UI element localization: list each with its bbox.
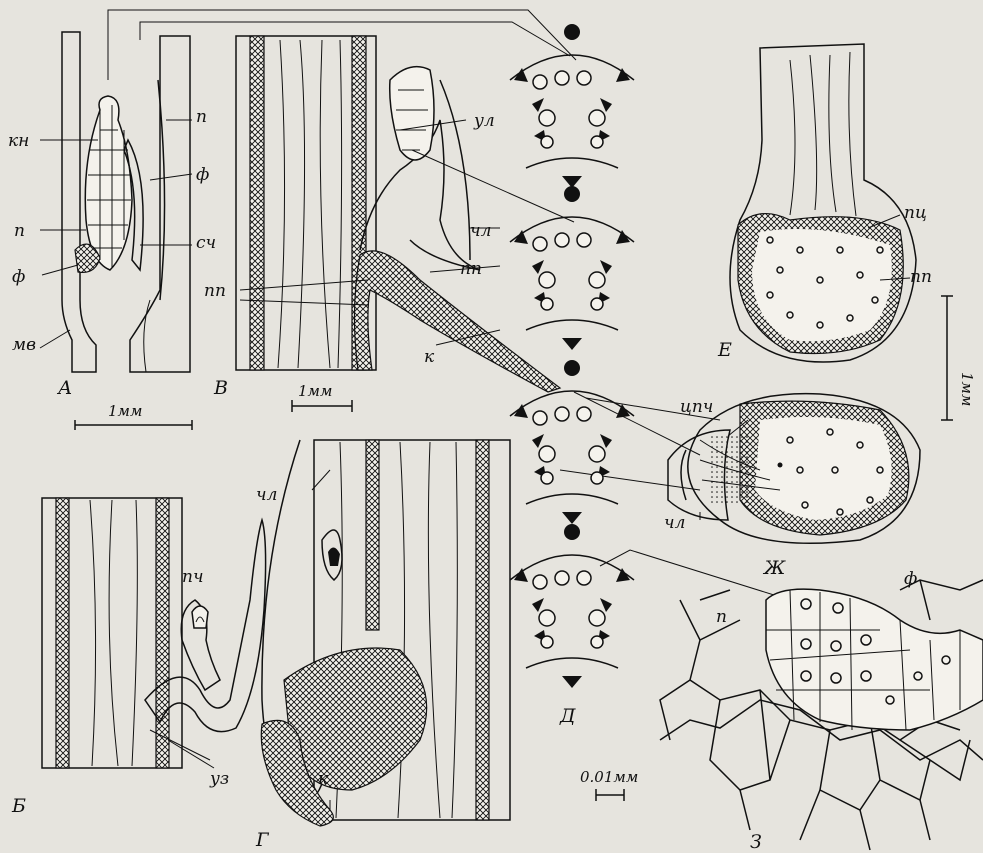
label-pp: пп <box>460 259 482 279</box>
label-p: п <box>14 221 25 241</box>
label-pc: пц <box>904 203 927 223</box>
label-ul: ул <box>473 111 495 131</box>
label-pch: пч <box>182 567 204 587</box>
panel-v <box>236 36 560 412</box>
label-f: ф <box>904 569 917 589</box>
label-f: ф <box>196 165 209 185</box>
scale-label-z: 0.01мм <box>580 768 638 786</box>
panel-a <box>40 32 192 430</box>
label-p: п <box>716 607 727 627</box>
panel-label-b: Б <box>11 795 26 817</box>
label-pp: пп <box>204 281 226 301</box>
label-chl: чл <box>470 221 491 241</box>
panel-d-diagrams <box>510 24 634 688</box>
scale-label-e: 1мм <box>958 372 976 406</box>
panel-g <box>261 440 510 826</box>
label-sch: сч <box>196 233 216 253</box>
label-k: к <box>318 769 329 789</box>
panel-label-zh: Ж <box>762 557 786 579</box>
panel-label-g: Г <box>255 829 270 851</box>
label-chl: чл <box>664 513 685 533</box>
panel-z <box>596 580 983 850</box>
label-uz: уз <box>209 769 229 789</box>
panel-label-d: Д <box>559 705 576 727</box>
label-tspch: цпч <box>680 397 713 417</box>
label-f: ф <box>12 267 25 287</box>
label-chl: чл <box>256 485 277 505</box>
panel-label-z: З <box>750 831 762 853</box>
scale-label-a: 1мм <box>108 402 142 420</box>
panel-label-a: А <box>56 377 72 399</box>
label-kn: кн <box>8 131 29 151</box>
panel-e <box>730 44 953 420</box>
panel-label-e: Е <box>717 339 732 361</box>
label-mv: мв <box>12 335 36 355</box>
scale-label-v: 1мм <box>298 382 332 400</box>
label-p: п <box>196 107 207 127</box>
label-pp: пп <box>910 267 932 287</box>
label-k: к <box>424 347 435 367</box>
panel-b <box>42 498 266 768</box>
panel-label-v: В <box>213 377 228 399</box>
